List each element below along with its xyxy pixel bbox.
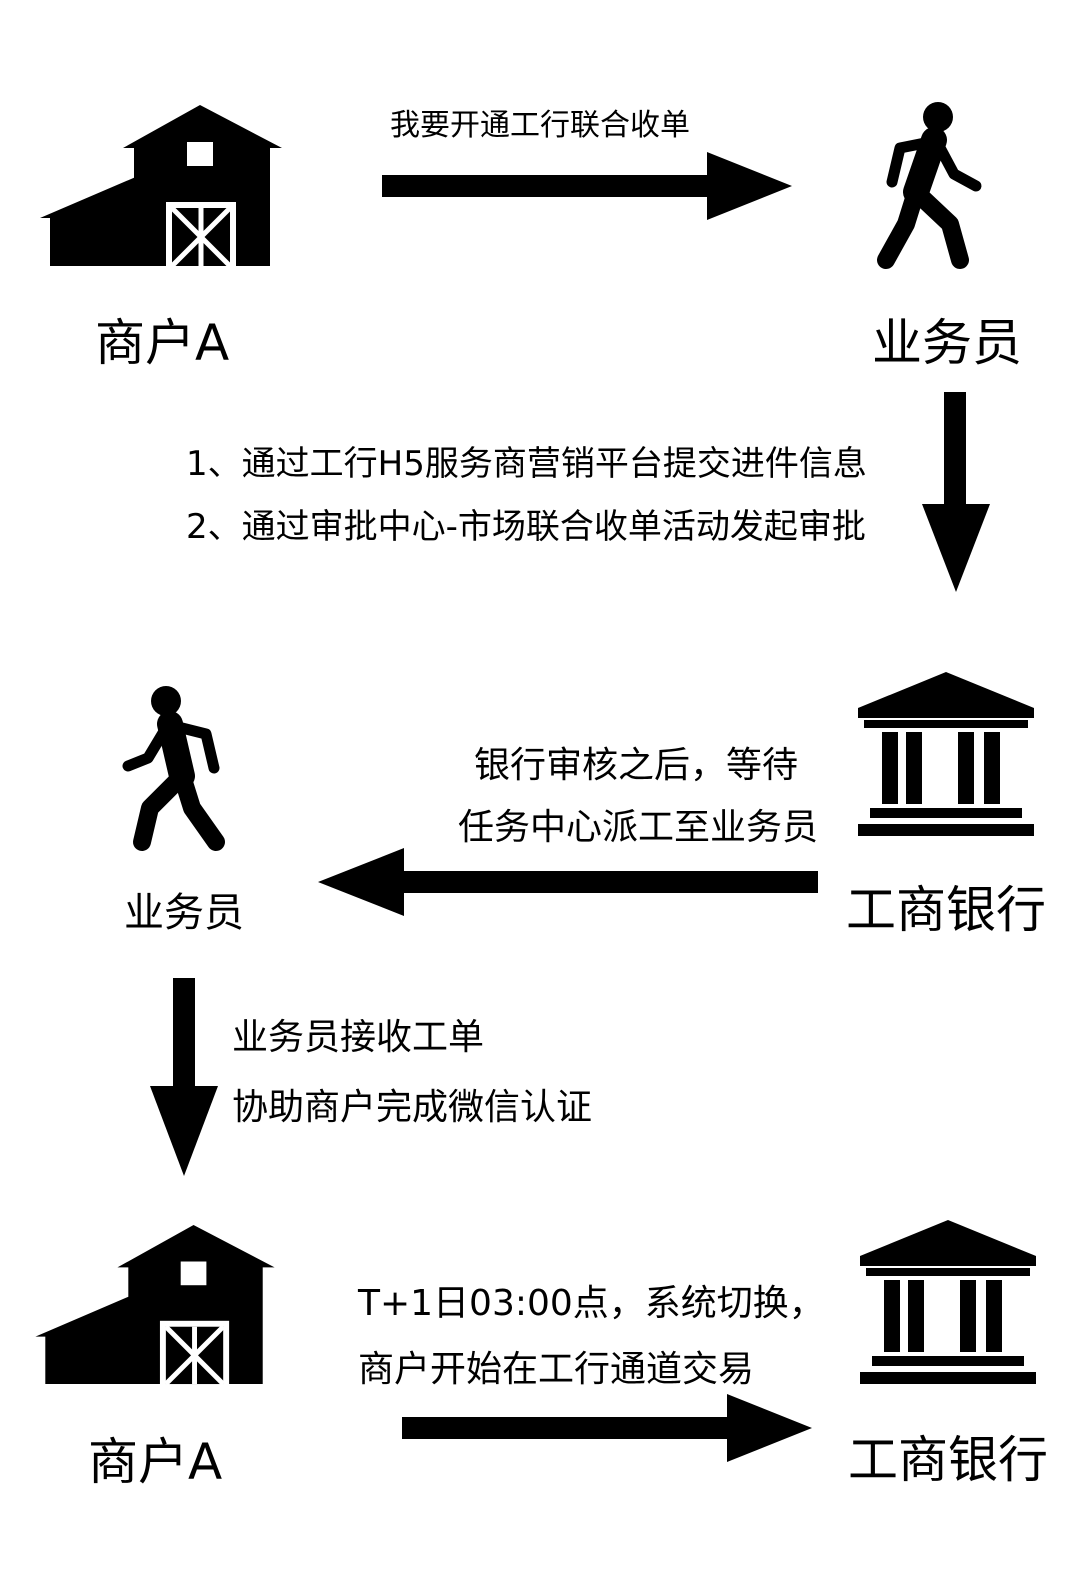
arrow-icon [150, 978, 218, 1176]
assist-step-line2: 协助商户完成微信认证 [232, 1087, 593, 1128]
barn-icon [35, 1224, 275, 1386]
arrow-icon [922, 392, 990, 592]
barn-icon [40, 105, 282, 268]
walking-person-icon [122, 686, 225, 851]
merchant-a-label: 商户A [88, 1433, 223, 1491]
bank-label: 工商银行 [848, 1431, 1048, 1489]
assist-step-line1: 业务员接收工单 [232, 1017, 485, 1058]
review-step-line2: 任务中心派工至业务员 [458, 807, 819, 848]
request-step-label: 我要开通工行联合收单 [390, 108, 690, 143]
bank-building-icon [858, 672, 1034, 836]
salesperson-label: 业务员 [872, 314, 1022, 372]
arrow-icon [318, 848, 818, 916]
merchant-a-label: 商户A [95, 314, 230, 372]
arrow-icon [382, 152, 792, 220]
arrow-icon [402, 1394, 812, 1462]
review-step-line1: 银行审核之后，等待 [474, 745, 799, 786]
switch-step-line2: 商户开始在工行通道交易 [358, 1349, 755, 1390]
submit-step-line2: 2、通过审批中心-市场联合收单活动发起审批 [186, 507, 866, 547]
walking-person-icon [877, 102, 982, 269]
salesperson-label: 业务员 [124, 890, 244, 936]
submit-step-line1: 1、通过工行H5服务商营销平台提交进件信息 [186, 444, 867, 484]
bank-building-icon [860, 1220, 1036, 1384]
bank-label: 工商银行 [846, 881, 1046, 939]
switch-step-line1: T+1日03:00点，系统切换， [358, 1283, 825, 1324]
